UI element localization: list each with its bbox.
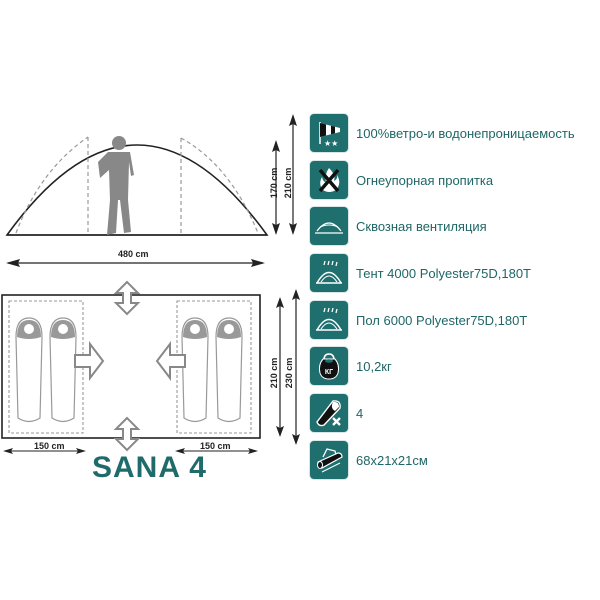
rain-tent-icon [310,254,348,292]
left-vestibule-label: 150 cm [34,441,65,451]
inner-height-label: 170 cm [269,167,279,199]
ventilation-icon [310,207,348,245]
door-arrow-top-icon [113,280,141,316]
feature-capacity: 4 [310,393,363,433]
feature-text: Пол 6000 Polyester75D,180T [356,312,528,328]
bag-icon [310,441,348,479]
feature-text: Огнеупорная пропитка [356,172,494,188]
side-width-label: 480 cm [118,249,149,259]
feature-text: 4 [356,405,364,421]
feature-weight: КГ 10,2кг [310,346,392,386]
tent-side-view [5,114,297,267]
door-arrow-bottom-icon [113,416,141,452]
right-vestibule-label: 150 cm [200,441,231,451]
feature-text: 100%ветро-и водонепроницаемость [356,125,575,141]
feature-waterproof: ★★ 100%ветро-и водонепроницаемость [310,113,575,153]
windsock-icon: ★★ [310,114,348,152]
tent-floor-plan [1,280,300,454]
product-title: SANA 4 [92,451,207,484]
rain-floor-icon [310,301,348,339]
feature-text: Тент 4000 Polyester75D,180T [356,265,531,281]
weight-icon: КГ [310,347,348,385]
feature-text: 10,2кг [356,358,392,374]
feature-text: 68x21x21см [356,452,428,468]
feature-floor: Пол 6000 Polyester75D,180T [310,300,527,340]
feature-pack-size: 68x21x21см [310,440,428,480]
feature-fireproof: Огнеупорная пропитка [310,160,493,200]
svg-text:КГ: КГ [325,369,333,376]
outer-height-label: 210 cm [283,167,293,199]
no-fire-icon [310,161,348,199]
door-arrow-left-icon [155,341,186,381]
tent-dome-outline [5,144,269,236]
outer-depth-label: 230 cm [284,357,294,389]
door-arrow-right-icon [74,341,105,381]
person-silhouette-icon [98,136,134,235]
svg-text:★★: ★★ [324,139,338,148]
feature-text: Сквозная вентиляция [356,218,487,234]
sleeping-bag-icon [310,394,348,432]
inner-depth-label: 210 cm [269,357,279,389]
feature-ventilation: Сквозная вентиляция [310,206,487,246]
sleeping-bags [15,317,243,423]
feature-flysheet: Тент 4000 Polyester75D,180T [310,253,531,293]
